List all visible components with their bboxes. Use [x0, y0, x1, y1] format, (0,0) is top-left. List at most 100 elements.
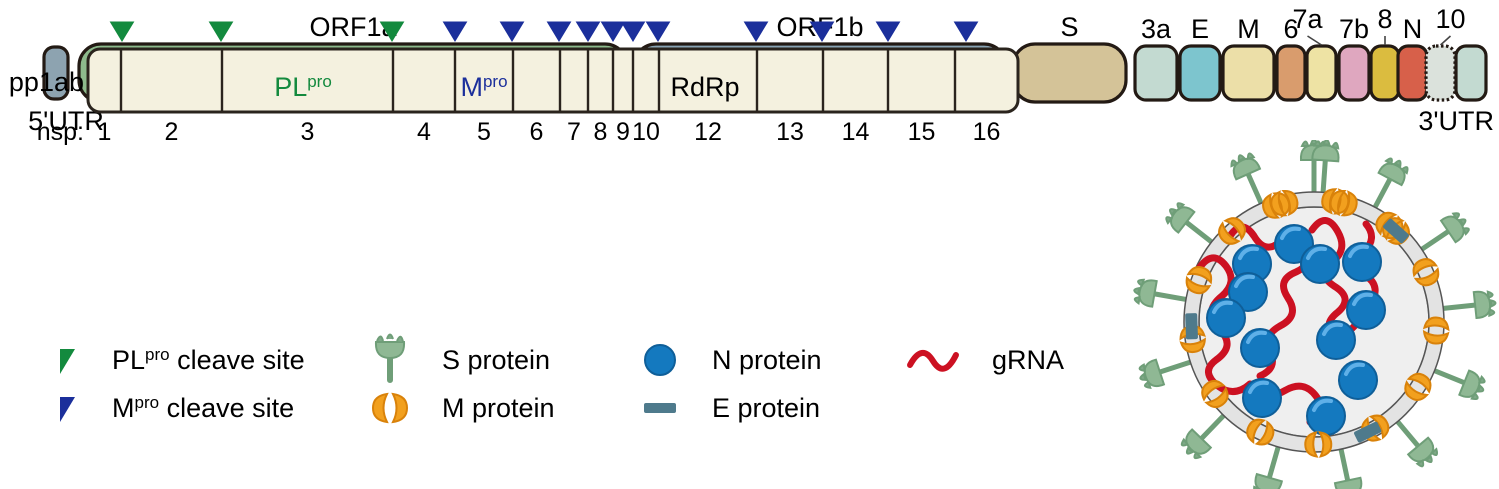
nsp-number-10: 10 — [632, 118, 660, 146]
m-protein-icon — [1201, 379, 1229, 409]
green-triangle-icon — [60, 349, 75, 374]
n-protein-highlight — [1348, 244, 1369, 258]
virion-svg — [1133, 140, 1497, 489]
m-protein-icon — [1218, 217, 1246, 245]
nsp-number-12: 12 — [694, 118, 722, 146]
cleave-site-marker-mpro-7 — [600, 21, 626, 42]
m-protein-icon — [1185, 265, 1213, 295]
spike-protein-icon — [1366, 157, 1409, 222]
m-protein-icon — [1329, 189, 1358, 217]
domain-label-PL: PLpro — [274, 72, 332, 102]
cleave-site-marker-mpro-3 — [442, 21, 468, 42]
m-protein-icon — [1404, 372, 1432, 402]
cleave-site-marker-mpro-4 — [499, 21, 525, 42]
m-protein-icon — [1270, 189, 1299, 217]
nsp-number-4: 4 — [417, 118, 431, 146]
genome-box-e — [1178, 44, 1222, 102]
n-protein-group — [1206, 224, 1386, 436]
nsp-number-7: 7 — [567, 118, 581, 146]
genome-box-3-utr-box — [1454, 44, 1488, 102]
genome-label-5utr: 5'UTR — [28, 106, 104, 136]
cleave-site-marker-mpro-13 — [953, 21, 979, 42]
n-protein-highlight — [1234, 274, 1255, 288]
genome-box-7a — [1305, 44, 1338, 102]
n-protein-highlight — [1212, 300, 1233, 314]
pp1ab-label: pp1ab — [9, 67, 84, 97]
n-protein-highlight — [1306, 246, 1327, 260]
genome-label-ORF1a: ORF1a — [309, 12, 397, 42]
genome-box-10 — [1424, 44, 1457, 102]
m-protein-group — [1179, 188, 1450, 458]
legend-label-nucleocapsid-protein: N protein — [712, 345, 822, 375]
n-protein-highlight — [1238, 246, 1259, 260]
e-protein-icon — [1383, 218, 1409, 244]
cleave-site-marker-mpro-10 — [743, 21, 769, 42]
e-protein-icon — [1354, 421, 1382, 443]
virion-illustration — [1130, 140, 1499, 489]
n-protein-highlight — [1246, 330, 1267, 344]
n-protein-highlight — [1344, 362, 1365, 376]
genome-box-5utr — [42, 45, 70, 101]
domain-label-M: Mpro — [460, 72, 507, 102]
genome-box-6 — [1275, 44, 1307, 102]
n-protein-highlight — [1280, 226, 1301, 240]
nsp-number-9: 9 — [616, 118, 630, 146]
legend-label-grna: gRNA — [992, 345, 1064, 375]
blue-triangle-icon — [60, 397, 75, 422]
nsp-number-3: 3 — [301, 118, 315, 146]
cleave-site-marker-mpro-11 — [809, 21, 835, 42]
cleave-site-marker-mpro-5 — [546, 21, 572, 42]
cleave-site-marker-mpro-12 — [875, 21, 901, 42]
nsp-number-6: 6 — [530, 118, 544, 146]
spike-protein-icon — [1230, 152, 1269, 218]
genome-label-7b: 7b — [1339, 14, 1369, 44]
nsp-number-15: 15 — [908, 118, 936, 146]
genome-label-S: S — [1060, 12, 1078, 42]
genome-label-M: M — [1237, 14, 1260, 44]
m-protein-icon — [1422, 316, 1450, 345]
domain-label-RdRp: RdRp — [670, 72, 739, 102]
membrane-protein-icon — [371, 392, 409, 424]
leader-line-7a — [1307, 35, 1322, 46]
legend-label-membrane-protein: M protein — [442, 393, 555, 423]
nucleocapsid-protein-icon — [644, 344, 676, 376]
cleave-site-marker-mpro-6 — [575, 21, 601, 42]
genome-label-10: 10 — [1435, 4, 1465, 34]
n-protein-highlight — [1322, 322, 1343, 336]
cleave-site-marker-mpro-9 — [645, 21, 671, 42]
grna-icon — [907, 350, 959, 372]
genome-label-8: 8 — [1377, 4, 1392, 34]
m-protein-icon — [1304, 431, 1333, 458]
genome-box-m — [1221, 44, 1276, 102]
cleave-site-marker-plpro-0 — [109, 21, 135, 42]
e-protein-icon — [1185, 313, 1198, 340]
spike-protein-icon — [1165, 202, 1225, 253]
n-protein-highlight — [1312, 398, 1333, 412]
spike-protein-icon — [374, 333, 406, 383]
nsp-axis-label: nsp: — [37, 118, 84, 146]
genome-label-E: E — [1191, 14, 1209, 44]
genome-box-7b — [1337, 44, 1371, 102]
genome-box-n — [1396, 44, 1429, 102]
legend-label-blue-triangle: Mpro cleave site — [112, 393, 294, 423]
n-protein-highlight — [1248, 380, 1269, 394]
genome-label-3utr: 3'UTR — [1418, 106, 1494, 136]
nsp-number-5: 5 — [477, 118, 491, 146]
m-protein-icon — [1412, 258, 1440, 287]
legend-label-spike-protein: S protein — [442, 345, 550, 375]
genome-box-8 — [1369, 44, 1401, 102]
genome-label-6: 6 — [1283, 14, 1298, 44]
nsp-number-1: 1 — [98, 118, 112, 146]
envelope-protein-icon — [644, 403, 676, 413]
nsp-number-13: 13 — [776, 118, 804, 146]
nsp-number-2: 2 — [165, 118, 179, 146]
nsp-number-8: 8 — [594, 118, 608, 146]
genome-label-N: N — [1403, 14, 1423, 44]
cleave-site-marker-plpro-1 — [208, 21, 234, 42]
nsp-number-14: 14 — [842, 118, 870, 146]
pp1ab-bar — [86, 47, 1020, 114]
